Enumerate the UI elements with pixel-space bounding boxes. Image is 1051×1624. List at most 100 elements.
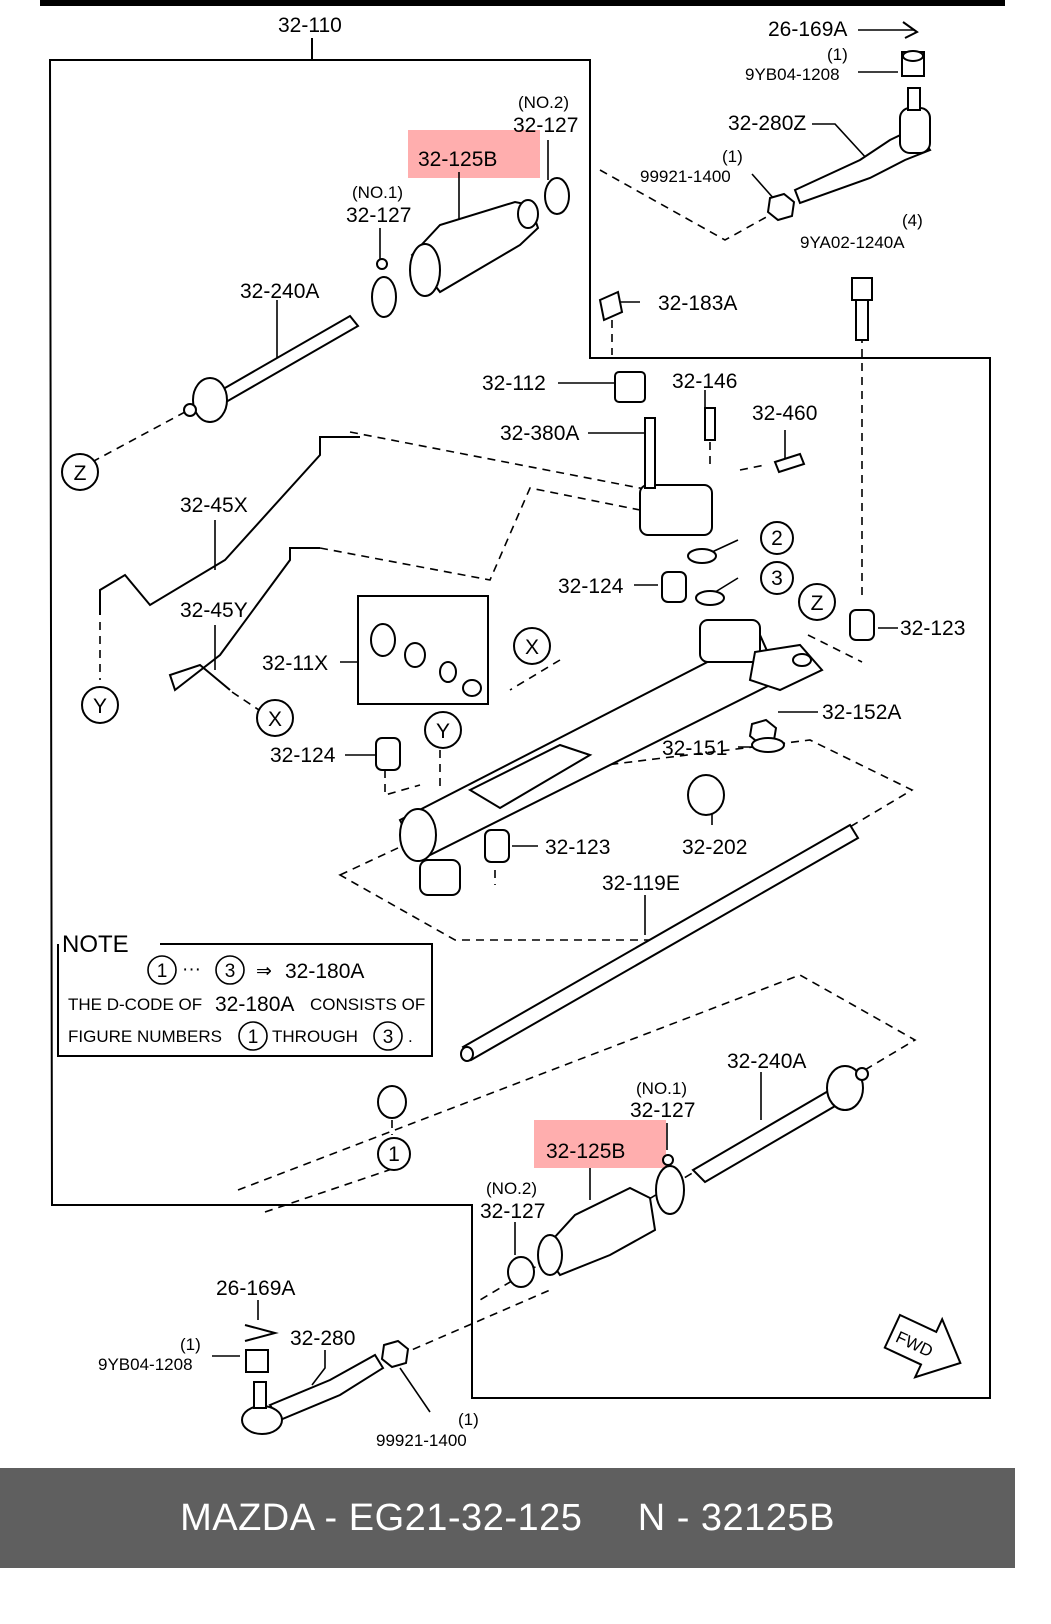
label-seal-112: 32-112 — [482, 372, 546, 395]
clip-bottom — [244, 1324, 279, 1342]
ref-x2-label: X — [525, 636, 539, 659]
locknut-top — [766, 192, 796, 222]
pipe-32-45x — [99, 436, 360, 615]
label-no1-top: (NO.1) — [352, 183, 403, 202]
tie-rod-top — [216, 314, 360, 404]
note-title: NOTE — [62, 931, 129, 958]
label-bush-123-a: 32-123 — [900, 617, 965, 640]
tie-rod-end-right — [793, 126, 932, 205]
label-boot-top: 32-125B — [418, 148, 497, 171]
label-qty-bolt: (4) — [902, 211, 923, 230]
label-clip-top: 26-169A — [768, 18, 847, 41]
bush-124-b — [375, 737, 401, 771]
note-line2a: THE D-CODE OF — [68, 995, 202, 1014]
ring-1 — [377, 1085, 407, 1119]
cap-151 — [751, 737, 785, 753]
pipe-32-45y — [168, 547, 320, 692]
footer-brand-part: MAZDA - EG21-32-125 — [180, 1496, 583, 1539]
label-tie-rod-bottom: 32-240A — [727, 1050, 806, 1073]
label-pipe-x: 32-45X — [180, 494, 248, 517]
assembly-outline — [48, 59, 991, 1399]
label-bush-124-b: 32-124 — [270, 744, 336, 767]
ref-circle-z2 — [798, 583, 836, 621]
bracket — [598, 290, 624, 322]
note-arrow: ⇒ — [256, 961, 272, 982]
ref-circle-y2 — [424, 711, 462, 749]
nut-bottom — [245, 1349, 269, 1373]
bush-124-a — [661, 571, 687, 603]
note-line3d: 3 — [383, 1027, 394, 1048]
seal-32-112 — [614, 371, 646, 403]
locknut-bottom — [380, 1339, 410, 1369]
label-tie-rod-top: 32-240A — [240, 280, 319, 303]
label-no1-bottom: (NO.1) — [636, 1079, 687, 1098]
label-no2-bottom: (NO.2) — [486, 1179, 537, 1198]
label-no2-top: (NO.2) — [518, 93, 569, 112]
circle-2-label: 2 — [771, 527, 783, 550]
pinion-housing — [639, 484, 713, 536]
tie-rod-bottom — [691, 1088, 844, 1184]
label-clamp-no2-bottom: 32-127 — [480, 1200, 545, 1223]
ref-circle-z1 — [61, 453, 99, 491]
note-line2c: CONSISTS OF — [310, 995, 425, 1014]
seal-202 — [687, 774, 725, 816]
mount-right — [748, 643, 824, 692]
note-line2b: 32-180A — [215, 993, 294, 1016]
note-c1: 1 — [157, 961, 168, 982]
ref-y2-label: Y — [436, 720, 450, 743]
bolt — [851, 277, 873, 301]
note-code: 32-180A — [285, 960, 364, 983]
footer-alt-part: N - 32125B — [637, 1496, 835, 1539]
label-seal-202: 32-202 — [682, 836, 747, 859]
label-clamp-no1-bottom: 32-127 — [630, 1099, 695, 1122]
circle-1-label: 1 — [388, 1143, 400, 1166]
steering-rack-exploded-diagram: FWD Z Y X X Y Z 2 3 1 32-110 26-169A (1)… — [48, 14, 991, 1450]
ref-circle-2 — [760, 521, 794, 555]
ref-circle-x2 — [513, 627, 551, 665]
ref-circle-1 — [377, 1137, 411, 1171]
label-qty-nut-bottom: (1) — [180, 1335, 201, 1354]
ref-z1-label: Z — [74, 462, 87, 485]
ref-x1-label: X — [268, 708, 282, 731]
label-bolt-146: 32-146 — [672, 370, 737, 393]
ref-z2-label: Z — [811, 592, 824, 615]
label-pinion: 32-380A — [500, 422, 579, 445]
label-bush-124-a: 32-124 — [558, 575, 624, 598]
ref-circle-x1 — [256, 699, 294, 737]
label-locknut-top: 99921-1400 — [640, 167, 731, 186]
label-cap-151: 32-151 — [662, 737, 727, 760]
label-pipe-y: 32-45Y — [180, 599, 248, 622]
label-bracket: 32-183A — [658, 292, 737, 315]
note-c3: 3 — [225, 961, 236, 982]
top-border-bar — [40, 0, 1005, 6]
label-qty-lock-top: (1) — [722, 147, 743, 166]
ref-circle-y1 — [81, 686, 119, 724]
tie-rod-end-left — [268, 1353, 385, 1422]
fwd-arrow: FWD — [883, 1313, 962, 1379]
note-box: NOTE 1 ··· 3 ⇒ 32-180A THE D-CODE OF 32-… — [57, 931, 433, 1057]
valve-32-460 — [773, 452, 806, 474]
label-nut-152: 32-152A — [822, 701, 901, 724]
label-qty-nut-top: (1) — [827, 45, 848, 64]
ref-y1-label: Y — [93, 695, 107, 718]
label-clip-bottom: 26-169A — [216, 1277, 295, 1300]
label-valve: 32-460 — [752, 402, 817, 425]
label-boot-bottom: 32-125B — [546, 1140, 625, 1163]
rack-bar — [461, 823, 860, 1062]
circle-3-label: 3 — [771, 567, 783, 590]
label-tie-rod-end-l: 32-280 — [290, 1327, 355, 1350]
highlight-boot-bottom — [534, 1120, 666, 1168]
bush-123-b — [484, 829, 510, 863]
boot-bottom — [541, 1186, 657, 1277]
highlight-boot-top — [408, 130, 540, 178]
label-bolt: 9YA02-1240A — [800, 233, 905, 252]
bush-123-a — [849, 609, 875, 641]
bolt-32-146 — [704, 407, 716, 441]
label-rack: 32-119E — [602, 872, 680, 895]
footer-spacer — [582, 1497, 637, 1540]
label-qty-lock-bottom: (1) — [458, 1410, 479, 1429]
label-tie-rod-end-r: 32-280Z — [728, 112, 806, 135]
label-kit: 32-11X — [262, 652, 328, 675]
note-line3c: THROUGH — [272, 1027, 358, 1046]
note-line3a: FIGURE NUMBERS — [68, 1027, 222, 1046]
